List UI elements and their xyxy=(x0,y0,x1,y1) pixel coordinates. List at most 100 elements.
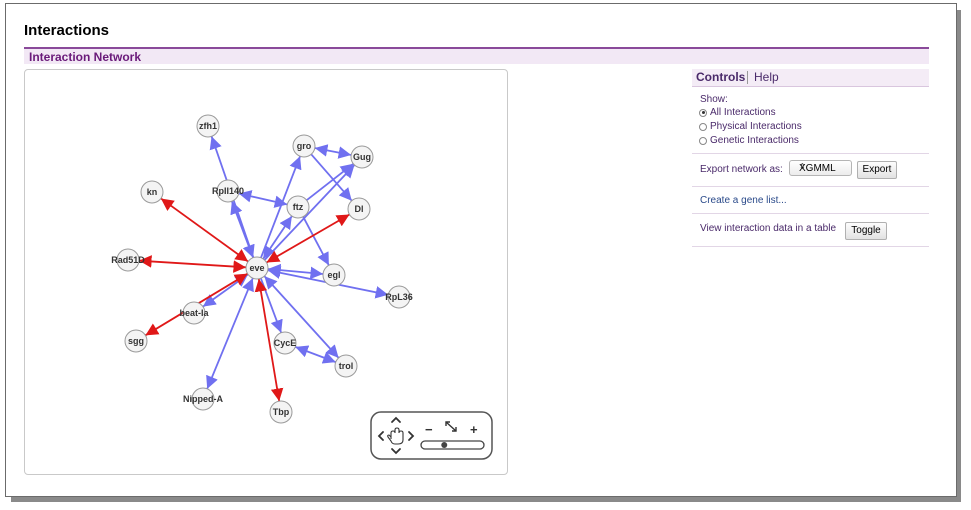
filter-label: Genetic Interactions xyxy=(710,135,799,146)
edge-gro-Gug[interactable] xyxy=(314,144,352,159)
edge-eve-kn[interactable] xyxy=(160,197,249,263)
node-Gug[interactable]: Gug xyxy=(350,145,374,169)
node-label: gro xyxy=(297,141,312,151)
radio-physical-interactions[interactable] xyxy=(699,122,707,131)
zoom-pan-control[interactable]: − + xyxy=(370,411,493,460)
filter-physical-interactions[interactable]: Physical Interactions xyxy=(699,121,802,132)
zoom-slider-handle[interactable] xyxy=(441,442,448,448)
radio-genetic-interactions[interactable] xyxy=(699,136,707,145)
edge-eve-Tbp[interactable] xyxy=(254,278,284,402)
node-label: Nipped-A xyxy=(183,394,223,404)
divider xyxy=(692,153,929,154)
node-egl[interactable]: egl xyxy=(322,263,346,287)
edge-ftz-egl[interactable] xyxy=(302,216,330,266)
node-circle[interactable] xyxy=(387,285,411,309)
node-label: RpL36 xyxy=(385,292,413,302)
node-circle[interactable] xyxy=(350,145,374,169)
edge-eve-beat-Ia[interactable] xyxy=(202,273,249,308)
node-Dl[interactable]: Dl xyxy=(347,197,371,221)
divider xyxy=(692,246,929,247)
node-circle[interactable] xyxy=(269,400,293,424)
node-circle[interactable] xyxy=(196,114,220,138)
filter-label: Physical Interactions xyxy=(710,121,802,132)
tab-separator xyxy=(747,71,748,84)
node-label: trol xyxy=(339,361,354,371)
node-circle[interactable] xyxy=(216,179,240,203)
node-label: egl xyxy=(327,270,340,280)
divider xyxy=(692,186,929,187)
edge-ftz-Gug[interactable] xyxy=(306,163,354,201)
page-title: Interactions xyxy=(24,22,110,39)
export-button[interactable]: Export xyxy=(857,161,897,179)
tab-help[interactable]: Help xyxy=(754,70,779,84)
node-label: RpII140 xyxy=(212,186,244,196)
node-circle[interactable] xyxy=(191,387,215,411)
filter-all-interactions[interactable]: All Interactions xyxy=(699,107,776,118)
node-Rad51D[interactable]: Rad51D xyxy=(111,248,145,272)
node-trol[interactable]: trol xyxy=(334,354,358,378)
node-Tbp[interactable]: Tbp xyxy=(269,400,293,424)
edge-eve-RpII140[interactable] xyxy=(230,200,255,259)
node-circle[interactable] xyxy=(334,354,358,378)
export-format-select[interactable]: XGMML ⇕ xyxy=(789,160,852,176)
node-circle[interactable] xyxy=(140,180,164,204)
node-CycE[interactable]: CycE xyxy=(273,331,297,355)
node-label: beat-Ia xyxy=(179,308,209,318)
node-sgg[interactable]: sgg xyxy=(124,329,148,353)
node-label: Tbp xyxy=(273,407,290,417)
create-gene-list-link[interactable]: Create a gene list... xyxy=(700,195,787,206)
edge-eve-Dl[interactable] xyxy=(266,213,350,264)
node-circle[interactable] xyxy=(292,134,316,158)
select-arrows-icon: ⇕ xyxy=(799,162,806,171)
node-RpII140[interactable]: RpII140 xyxy=(212,179,244,203)
node-circle[interactable] xyxy=(322,263,346,287)
section-title: Interaction Network xyxy=(29,50,142,64)
edge-ftz-RpII140[interactable] xyxy=(238,190,288,208)
export-label: Export network as: xyxy=(700,164,783,175)
node-label: Rad51D xyxy=(111,255,145,265)
zoom-in-button[interactable]: + xyxy=(470,422,478,437)
toggle-table-button[interactable]: Toggle xyxy=(845,222,887,240)
node-circle[interactable] xyxy=(347,197,371,221)
node-RpL36[interactable]: RpL36 xyxy=(385,285,413,309)
node-label: CycE xyxy=(274,338,297,348)
node-label: eve xyxy=(249,263,264,273)
node-label: kn xyxy=(147,187,158,197)
edges-layer xyxy=(138,136,389,402)
node-zfh1[interactable]: zfh1 xyxy=(196,114,220,138)
node-gro[interactable]: gro xyxy=(292,134,316,158)
node-circle[interactable] xyxy=(124,329,148,353)
section-header: Interaction Network xyxy=(24,47,929,64)
tab-controls[interactable]: Controls xyxy=(696,70,746,84)
node-label: zfh1 xyxy=(199,121,217,131)
node-beat-Ia[interactable]: beat-Ia xyxy=(179,301,209,325)
node-circle[interactable] xyxy=(273,331,297,355)
zoom-slider-track[interactable] xyxy=(420,440,485,450)
node-kn[interactable]: kn xyxy=(140,180,164,204)
node-circle[interactable] xyxy=(182,301,206,325)
node-Nipped-A[interactable]: Nipped-A xyxy=(183,387,223,411)
fit-arrows-icon[interactable] xyxy=(445,421,457,432)
edge-CycE-trol[interactable] xyxy=(294,345,337,364)
filter-genetic-interactions[interactable]: Genetic Interactions xyxy=(699,135,799,146)
edge-eve-ftz[interactable] xyxy=(262,215,293,260)
node-circle[interactable] xyxy=(116,248,140,272)
node-label: sgg xyxy=(128,336,144,346)
edge-eve-Rad51D[interactable] xyxy=(138,255,247,273)
zoom-out-button[interactable]: − xyxy=(425,422,433,437)
node-ftz[interactable]: ftz xyxy=(286,195,310,219)
pan-arrows-icon[interactable] xyxy=(377,416,415,455)
node-eve[interactable]: eve xyxy=(245,256,269,280)
controls-panel: Controls Help Show: All Interactions Phy… xyxy=(692,69,929,247)
radio-all-interactions[interactable] xyxy=(699,108,707,117)
node-label: Gug xyxy=(353,152,371,162)
hand-grab-icon[interactable] xyxy=(387,427,404,445)
node-circle[interactable] xyxy=(286,195,310,219)
edge-gro-Dl[interactable] xyxy=(310,153,353,202)
controls-tabs: Controls Help xyxy=(692,69,929,87)
divider xyxy=(692,213,929,214)
node-circle[interactable] xyxy=(245,256,269,280)
